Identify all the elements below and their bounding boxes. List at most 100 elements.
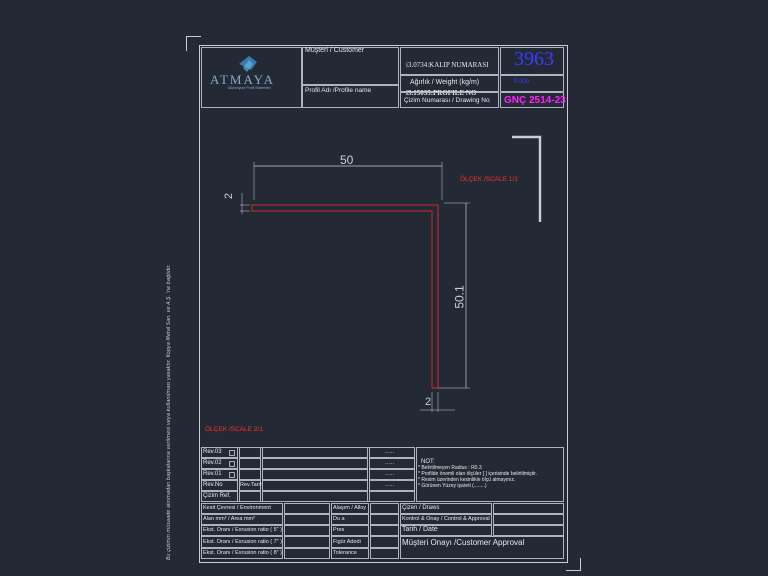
spec-left-1-value[interactable]	[284, 503, 330, 514]
rev-no-dots: .....	[385, 481, 395, 488]
rev-03-checkbox[interactable]	[229, 450, 235, 456]
spec-mid-3-cell	[331, 525, 369, 536]
draws-cell	[400, 503, 492, 514]
spec-left-1-label: Kesit Çevresi / Environment	[203, 505, 271, 511]
spec-left-3-cell	[201, 525, 283, 536]
rev-date-label: Rev.Tarih	[240, 482, 263, 488]
spec-left-4-value[interactable]	[284, 536, 330, 548]
rev-02-label: Rev.02	[203, 460, 222, 466]
customer-box	[302, 47, 399, 85]
drawing-number-box	[500, 92, 564, 108]
scale-2-1-label: ÖLÇEK /SCALE 2/1	[205, 426, 263, 433]
drawing-ref-value-cell[interactable]	[239, 491, 261, 502]
notes-line-4: * Görünen Yüzey işareti (........)	[418, 483, 487, 489]
weight-value-box	[500, 75, 564, 92]
rev-01-desc-cell[interactable]	[262, 469, 368, 480]
rev-02-date-cell[interactable]	[239, 458, 261, 469]
weight-label: Ağırlık / Weight (kg/m)	[410, 79, 480, 86]
customer-label: Müşteri / Customer	[305, 47, 365, 54]
rev-03-date-cell[interactable]	[239, 447, 261, 458]
rev-no-label-cell	[201, 480, 238, 491]
rev-01-dots: .....	[385, 470, 395, 477]
spec-mid-4-label: Figür Adedi	[333, 539, 361, 545]
date-value[interactable]	[493, 525, 564, 536]
rev-02-desc-cell[interactable]	[262, 458, 368, 469]
customer-approval-label: Müşteri Onayı /Customer Approval	[402, 538, 525, 547]
customer-approval-cell[interactable]	[400, 536, 564, 559]
rev-02-sign-cell[interactable]	[369, 458, 415, 469]
spec-left-1-cell	[201, 503, 283, 514]
spec-mid-4-value[interactable]	[370, 536, 399, 548]
drawing-no-box	[400, 92, 499, 108]
spec-mid-3-label: Pres	[333, 527, 345, 533]
notes-box	[416, 447, 564, 502]
spec-mid-2-cell	[331, 514, 369, 525]
drawing-sheet-frame	[199, 45, 568, 563]
spec-left-5-cell	[201, 548, 283, 559]
rev-03-label-cell	[201, 447, 238, 458]
rev-01-label-cell	[201, 469, 238, 480]
weight-value: 0.000	[514, 79, 530, 85]
rev-03-dots: .....	[385, 448, 395, 455]
spec-left-2-label: Alan mm² / Area mm²	[203, 516, 255, 522]
date-label: Tarih / Date	[402, 526, 438, 533]
spec-mid-2-value[interactable]	[370, 514, 399, 525]
rev-03-sign-cell[interactable]	[369, 447, 415, 458]
corner-mark-bottom-right	[566, 558, 581, 571]
rev-02-label-cell	[201, 458, 238, 469]
copyright-side-text: Bu çizimin müsaade alınmadan başkalarına…	[166, 264, 172, 560]
spec-left-4-label: Ekst. Oranı / Exrusion ratio ( 7" )	[203, 539, 282, 545]
spec-mid-4-cell	[331, 536, 369, 548]
rev-03-desc-cell[interactable]	[262, 447, 368, 458]
control-approval-cell	[400, 514, 492, 525]
notes-line-2: * Profilde önemli olan ölçüler [ ] içeri…	[418, 471, 537, 477]
rev-01-sign-cell[interactable]	[369, 469, 415, 480]
spec-mid-1-cell	[331, 503, 369, 514]
drawing-ref-desc-cell[interactable]	[262, 491, 368, 502]
notes-title: NOT:	[421, 459, 435, 465]
spec-mid-1-value[interactable]	[370, 503, 399, 514]
company-logo	[205, 52, 299, 92]
rev-01-date-cell[interactable]	[239, 469, 261, 480]
rev-01-label: Rev.01	[203, 471, 222, 477]
logo-mark-icon	[239, 56, 257, 72]
profile-no-label: i9.15035:PROFILE NO	[406, 89, 477, 97]
notes-line-3: * Resim üzerinden kesinlikle ölçü almayı…	[418, 477, 516, 483]
spec-left-3-value[interactable]	[284, 525, 330, 536]
dimension-top-50: 50	[340, 153, 354, 167]
profile-name-label: Profil Adı /Profile name	[305, 87, 372, 94]
corner-mark-top-left	[186, 36, 201, 51]
spec-mid-5-label: Tolerance	[333, 550, 357, 556]
drawing-number: GNÇ 2514-23	[504, 95, 566, 106]
drawing-no-label: Çizim Numarası / Drawing No	[404, 97, 490, 104]
spec-mid-5-value[interactable]	[370, 548, 399, 559]
rev-01-checkbox[interactable]	[229, 472, 235, 478]
die-no-box	[400, 47, 499, 75]
rev-02-checkbox[interactable]	[229, 461, 235, 467]
notes-line-1: * Belirtilmeyen Radius : R0.3	[418, 465, 482, 471]
spec-mid-5-cell	[331, 548, 369, 559]
spec-mid-1-label: Alaşım / Alloy	[333, 505, 367, 511]
draws-label: Çizen / Draws	[402, 505, 440, 511]
rev-date-label-cell	[239, 480, 261, 491]
spec-left-4-cell	[201, 536, 283, 548]
draws-value[interactable]	[493, 503, 564, 514]
control-approval-value[interactable]	[493, 514, 564, 525]
rev-03-label: Rev.03	[203, 449, 222, 455]
logo-text: ATMAYA	[210, 72, 275, 87]
die-no-label: i3.0734:KALIP NUMARASI	[406, 61, 489, 69]
profile-number-box	[500, 47, 564, 75]
profile-drawing	[240, 135, 542, 412]
weight-box	[400, 75, 499, 92]
spec-left-3-label: Ekst. Oranı / Exrusion ratio ( 5" )	[203, 527, 282, 533]
rev-02-dots: .....	[385, 459, 395, 466]
spec-mid-2-label: Du a	[333, 516, 345, 522]
spec-left-2-cell	[201, 514, 283, 525]
spec-mid-3-value[interactable]	[370, 525, 399, 536]
dimension-thickness-bottom: 2	[425, 396, 432, 408]
drawing-ref-label-cell	[201, 491, 238, 502]
spec-left-2-value[interactable]	[284, 514, 330, 525]
spec-left-5-value[interactable]	[284, 548, 330, 559]
drawing-ref-label: Çizim Ref.	[203, 493, 231, 499]
drawing-ref-sign-cell[interactable]	[369, 491, 415, 502]
